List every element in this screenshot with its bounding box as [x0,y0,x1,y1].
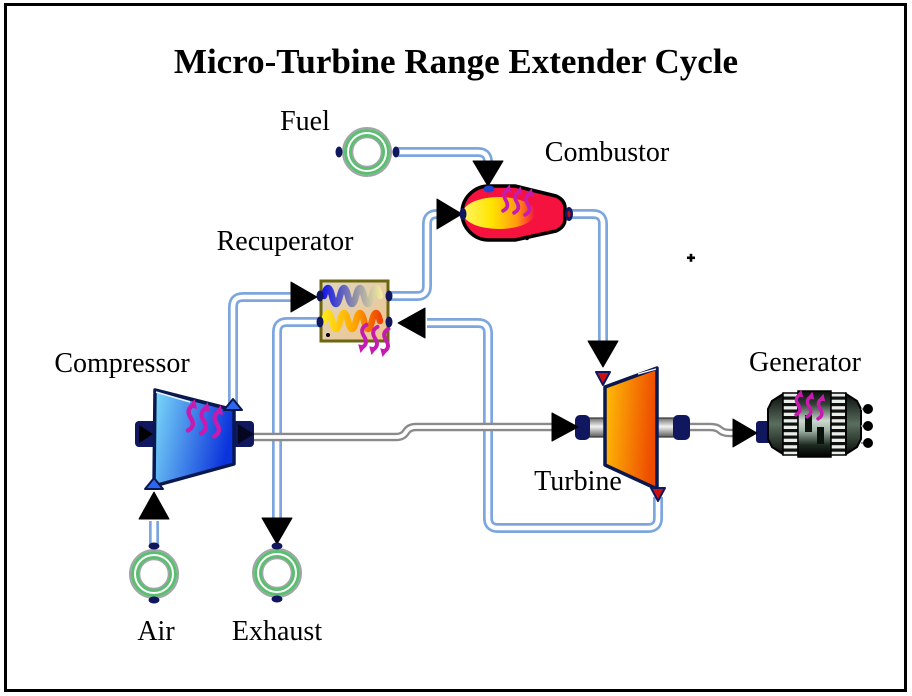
page-title: Micro-Turbine Range Extender Cycle [173,42,739,81]
recuperator-port-bottom-right [385,316,393,328]
combustor-port-top [483,185,495,193]
shaft-flange-right [673,415,690,440]
pipe-recuperator-to-exhaust[interactable] [272,317,320,520]
shaft-arrow-right-icon [551,412,579,442]
shaft-compressor-to-turbine[interactable] [248,422,554,442]
combustor-port-left [459,208,467,220]
plus-marker [687,253,695,262]
recuperator-label: Recuperator [216,226,354,257]
inlet-port [595,371,611,386]
air-port-bottom [148,596,160,604]
flow-arrow-down-icon [472,160,504,187]
exhaust-sink-icon[interactable] [249,545,305,601]
air-port-top [148,542,160,550]
turbine-icon[interactable] [568,360,703,508]
fuel-port-right [392,146,400,158]
fuel-source-icon[interactable] [339,124,395,180]
combustor-icon[interactable] [455,158,575,248]
outlet-port [223,398,243,411]
flow-arrow-down-icon [587,340,619,368]
flow-arrow-down-icon [261,517,293,545]
flow-arrow-left-icon [397,307,426,339]
shaft-turbine-to-generator[interactable] [690,422,735,438]
combustor-label: Combustor [544,137,670,168]
pipe-compressor-to-recuperator[interactable] [228,292,293,408]
electrical-terminals-icon [861,404,873,448]
exhaust-port-bottom [271,595,283,603]
recuperator-port-top-left [316,290,324,302]
exhaust-port-top [271,542,283,550]
compressor-icon[interactable] [128,368,258,503]
exhaust-label: Exhaust [231,616,323,647]
recuperator-icon[interactable] [308,272,428,380]
hot-side-coil-icon [320,284,384,308]
air-label: Air [137,616,175,647]
compressor-label: Compressor [54,348,190,379]
fuel-port-left [335,146,343,158]
air-source-icon[interactable] [126,546,182,602]
inlet-port [144,477,164,490]
flow-arrow-up-icon [138,491,170,520]
shaft-arrow-right-icon [732,418,758,448]
flow-arrow-right-icon [290,281,318,313]
cold-side-coil-icon [320,309,384,333]
recuperator-port-bottom-left [316,316,324,328]
pipe-combustor-to-turbine[interactable] [570,209,608,342]
combustor-port-right-inner [567,210,571,218]
shaft-flange-left [575,415,590,440]
generator-icon[interactable] [748,368,883,468]
fuel-label: Fuel [280,106,330,137]
flow-arrow-right-icon [436,198,463,230]
pipe-turbine-to-recuperator[interactable] [427,318,663,533]
turbine-label: Turbine [534,466,622,497]
generator-body [797,390,832,458]
recuperator-port-top-right [385,290,393,302]
pipe-recuperator-to-combustor[interactable] [389,209,442,301]
outlet-port [650,487,666,502]
generator-label: Generator [749,347,861,378]
